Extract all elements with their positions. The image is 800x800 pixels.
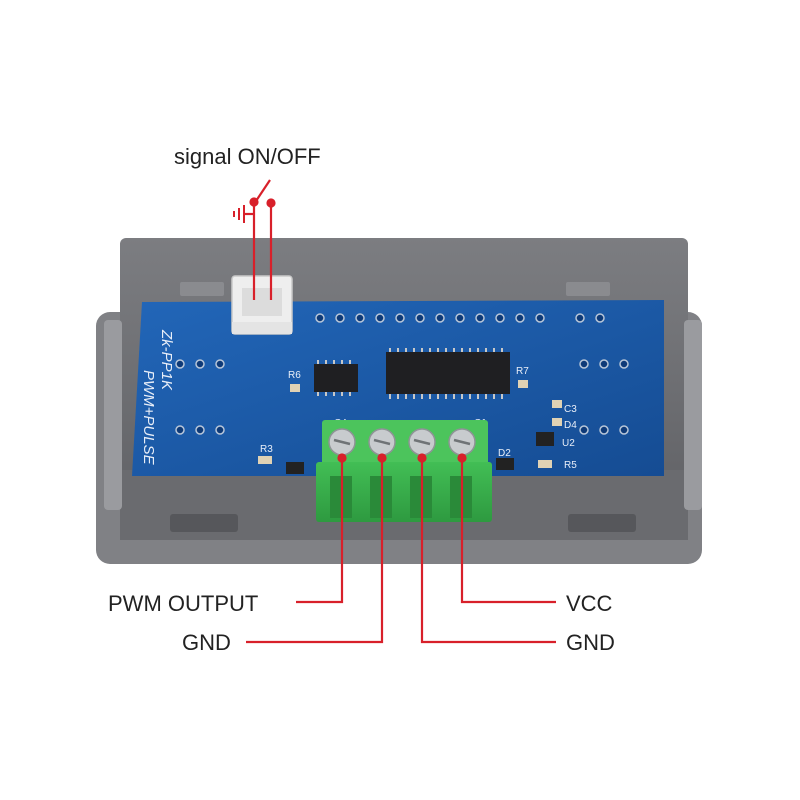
- gnd-left-label: GND: [182, 630, 231, 655]
- label-u2: U2: [562, 438, 575, 449]
- terminal-screws: [328, 428, 476, 456]
- smd-dark-components: [286, 432, 554, 474]
- label-r3: R3: [260, 444, 273, 455]
- ic-chip-icon: [386, 348, 510, 399]
- wire-gnd-left: [246, 458, 384, 644]
- jst-connector-icon: [231, 275, 293, 335]
- label-c3: C3: [564, 404, 577, 415]
- wire-pwm-output: [296, 458, 344, 604]
- gnd-right-label: GND: [566, 630, 615, 655]
- board-model-text: Zk-PP1K: [158, 329, 175, 391]
- pwm-output-label: PWM OUTPUT: [108, 591, 259, 616]
- smd-components: [258, 380, 562, 468]
- switch-icon: [244, 179, 276, 300]
- label-d2: D2: [498, 448, 511, 459]
- board-model-text-2: PWM+PULSE: [140, 370, 157, 466]
- vcc-label: VCC: [566, 591, 613, 616]
- label-r5: R5: [564, 460, 577, 471]
- output-wires: [246, 453, 556, 644]
- signal-on-off-label: signal ON/OFF: [174, 144, 321, 169]
- pcb-header-holes: [175, 313, 629, 435]
- pcb-board: Zk-PP1K PWM+PULSE R3 R5 R7 C3 D4 U2 D2 C…: [132, 300, 664, 476]
- label-r6: R6: [288, 370, 301, 381]
- label-d4: D4: [564, 420, 577, 431]
- ground-symbol-icon: [233, 205, 245, 223]
- label-r7: R7: [516, 366, 529, 377]
- screw-terminal-icon: [316, 420, 492, 522]
- small-ic-chip: [314, 360, 358, 396]
- wire-vcc: [460, 458, 556, 604]
- wire-gnd-right: [420, 458, 556, 644]
